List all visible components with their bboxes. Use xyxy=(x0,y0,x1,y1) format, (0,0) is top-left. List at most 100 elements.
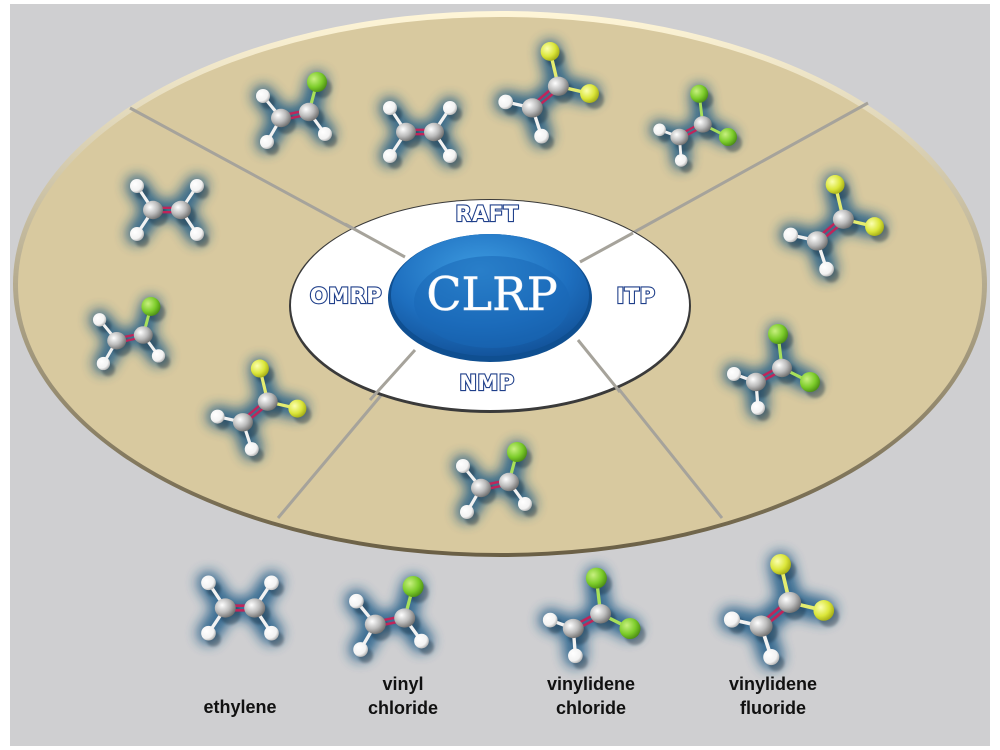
carbon-atom xyxy=(772,358,792,378)
hydrogen-atom xyxy=(260,135,274,149)
carbon-atom xyxy=(394,608,416,628)
hydrogen-atom xyxy=(190,227,204,241)
chlorine-atom xyxy=(585,567,607,589)
inner-divider-bl xyxy=(368,348,417,402)
chlorine-atom xyxy=(800,372,820,392)
hydrogen-atom xyxy=(456,459,470,473)
hydrogen-atom xyxy=(92,313,107,327)
fluorine-atom xyxy=(813,600,835,621)
legend-vinylidene-fluoride-line2: fluoride xyxy=(740,698,806,718)
carbon-atom xyxy=(746,372,766,392)
hydrogen-atom xyxy=(819,261,834,277)
legend-vinyl-chloride-line1: vinyl xyxy=(382,674,424,694)
hydrogen-atom xyxy=(264,575,279,591)
carbon-atom xyxy=(693,116,712,133)
legend-label-vinylidene-chloride: vinylidene chloride xyxy=(516,672,666,720)
hydrogen-atom xyxy=(349,593,364,609)
carbon-atom xyxy=(806,231,828,251)
hydrogen-atom xyxy=(751,401,765,415)
chlorine-atom xyxy=(768,324,788,344)
inner-dividers xyxy=(344,222,634,402)
hydrogen-atom xyxy=(460,505,474,519)
method-label-omrp: OMRP xyxy=(310,284,382,308)
carbon-atom xyxy=(214,598,236,618)
legend-ethylene-line1: ethylene xyxy=(203,697,277,717)
hydrogen-atom xyxy=(723,611,741,628)
hydrogen-atom xyxy=(318,127,332,141)
molecule-ethylene xyxy=(379,97,462,169)
fluorine-atom xyxy=(540,42,560,61)
carbon-atom xyxy=(471,478,491,498)
hydrogen-atom xyxy=(130,227,144,241)
hydrogen-atom xyxy=(542,612,558,628)
carbon-atom xyxy=(749,615,773,637)
molecule-vinylidene-chloride xyxy=(649,83,742,173)
legend-vinyl-chloride-line2: chloride xyxy=(367,698,438,718)
fluorine-atom xyxy=(580,84,599,103)
carbon-atom xyxy=(590,604,612,624)
hydrogen-atom xyxy=(518,497,532,511)
hydrogen-atom xyxy=(783,227,799,243)
hydrogen-atom xyxy=(151,349,166,363)
legend-vinylidene-fluoride-line1: vinylidene xyxy=(728,674,818,694)
carbon-atom xyxy=(244,598,266,618)
hydrogen-atom xyxy=(244,442,259,457)
carbon-atom xyxy=(171,200,191,220)
legend-label-vinyl-chloride: vinyl chloride xyxy=(328,672,478,720)
chlorine-atom xyxy=(690,84,709,103)
hydrogen-atom xyxy=(96,356,111,371)
legend-vinylidene-chloride-line2: chloride xyxy=(555,698,626,718)
hydrogen-atom xyxy=(653,123,666,137)
carbon-atom xyxy=(547,76,569,96)
hydrogen-atom xyxy=(498,94,514,110)
carbon-atom xyxy=(424,122,444,142)
core-label: CLRP xyxy=(426,267,557,321)
method-label-raft: RAFT xyxy=(455,202,518,226)
hydrogen-atom xyxy=(534,128,549,144)
carbon-atom xyxy=(271,108,291,128)
hydrogen-atom xyxy=(353,642,368,657)
hydrogen-atom xyxy=(414,633,429,649)
carbon-atom xyxy=(521,98,543,118)
carbon-atom xyxy=(832,209,854,229)
hydrogen-atom xyxy=(130,179,144,193)
hydrogen-atom xyxy=(727,367,741,381)
hydrogen-atom xyxy=(763,648,780,666)
chlorine-atom xyxy=(719,128,737,146)
chlorine-atom xyxy=(507,442,527,462)
molecule-vinyl-chloride xyxy=(89,296,171,377)
molecule-vinyl-chloride xyxy=(452,441,537,525)
carbon-atom xyxy=(396,122,416,142)
inner-divider-br xyxy=(576,339,622,393)
legend-vinylidene-chloride-line1: vinylidene xyxy=(546,674,636,694)
hydrogen-atom xyxy=(190,179,204,193)
core-ellipse-inner xyxy=(414,256,570,348)
chlorine-atom xyxy=(402,576,424,597)
hydrogen-atom xyxy=(443,149,457,163)
hydrogen-atom xyxy=(201,625,216,641)
molecule-ethylene xyxy=(196,571,284,647)
fluorine-atom xyxy=(825,175,845,194)
molecule-vinylidene-fluoride xyxy=(206,357,312,463)
molecule-vinylidene-fluoride xyxy=(719,551,840,672)
carbon-atom xyxy=(364,614,386,634)
carbon-atom xyxy=(670,128,689,146)
chlorine-atom xyxy=(619,618,641,639)
carbon-atom xyxy=(257,392,278,411)
chlorine-atom xyxy=(307,72,327,92)
fluorine-atom xyxy=(288,399,307,418)
molecule-vinylidene-chloride xyxy=(723,323,825,421)
molecules xyxy=(89,39,889,672)
hydrogen-atom xyxy=(674,154,688,167)
hydrogen-atom xyxy=(264,625,279,641)
carbon-atom xyxy=(107,331,127,350)
method-label-itp: ITP xyxy=(616,284,655,308)
inner-divider-tl xyxy=(344,222,406,259)
hydrogen-atom xyxy=(443,101,457,115)
molecule-vinylidene-fluoride xyxy=(779,172,889,283)
carbon-atom xyxy=(133,326,153,344)
hydrogen-atom xyxy=(383,101,397,115)
inner-divider-tr xyxy=(579,231,634,264)
legend-label-ethylene: ethylene xyxy=(165,695,315,719)
